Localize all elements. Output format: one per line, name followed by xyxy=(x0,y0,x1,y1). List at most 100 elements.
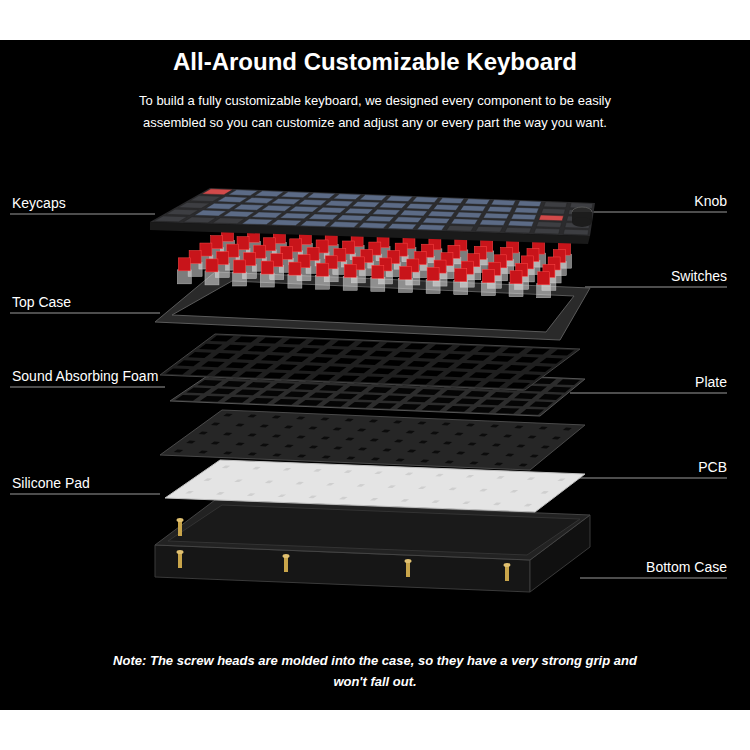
plate-hole-cell xyxy=(496,408,520,414)
pcb-hole-cell xyxy=(539,427,548,430)
pcb-hole-cell xyxy=(466,424,475,427)
keycap xyxy=(178,202,210,208)
keycap xyxy=(465,199,490,205)
pcb-hole-cell xyxy=(381,430,390,433)
keycap xyxy=(352,202,380,208)
keycap xyxy=(298,200,327,206)
foam-hole-cell xyxy=(274,364,298,370)
plate-hole-cell xyxy=(358,395,382,401)
switch-housing xyxy=(316,275,330,289)
foam-hole-cell xyxy=(323,366,347,372)
switch-housing xyxy=(537,284,551,298)
screw-post xyxy=(505,565,509,581)
foam-hole-cell xyxy=(358,359,382,365)
part-label: Top Case xyxy=(12,294,71,311)
pcb-hole-cell xyxy=(211,423,220,426)
foam-hole-cell xyxy=(212,353,236,359)
pcb-hole-cell xyxy=(211,442,220,445)
plate-hole-cell xyxy=(298,400,323,406)
pcb-hole-cell xyxy=(419,441,428,444)
sound-foam xyxy=(160,334,580,390)
intro-text: To build a fully customizable keyboard, … xyxy=(120,90,630,134)
foam-hole-cell xyxy=(469,372,493,378)
foam-hole-cell xyxy=(405,344,429,350)
pad-dimple-cell xyxy=(204,478,213,481)
pad-dimple-cell xyxy=(296,482,304,485)
foam-hole-cell xyxy=(369,351,393,357)
keycap xyxy=(372,209,400,215)
pcb-hole-cell xyxy=(503,435,512,438)
plate-hole-cell xyxy=(539,394,563,400)
pcb-hole-cell xyxy=(309,446,318,449)
foam-hole-cell xyxy=(420,370,444,376)
pcb-hole-cell xyxy=(445,461,454,464)
pcb-hole-cell xyxy=(454,433,463,436)
keycap xyxy=(511,214,536,220)
pcb-hole-cell xyxy=(490,425,499,428)
switch-stem xyxy=(189,250,201,263)
pad-dimple-cell xyxy=(278,494,287,497)
foam-hole-cell xyxy=(383,360,407,366)
part-label: Silicone Pad xyxy=(12,475,90,492)
plate-hole-cell xyxy=(490,392,514,398)
foam-hole-cell xyxy=(504,365,528,371)
foam-hole-cell xyxy=(445,371,469,377)
foam-hole-cell xyxy=(518,374,542,380)
pad-dimple-cell xyxy=(216,492,225,495)
keycap xyxy=(309,214,339,220)
plate-hole-cell xyxy=(333,394,358,400)
foam-hole-cell xyxy=(312,374,336,380)
pcb-hole-cell xyxy=(308,427,317,430)
leader-line xyxy=(585,287,727,288)
keycap xyxy=(300,221,330,227)
keycap xyxy=(252,212,283,218)
switch-stem xyxy=(178,258,190,271)
keycap xyxy=(412,197,438,203)
knob-bottom xyxy=(572,217,592,227)
foam-hole-cell xyxy=(299,365,323,371)
leader-line xyxy=(10,214,155,215)
foam-hole-cell xyxy=(310,357,334,363)
leader-line xyxy=(10,313,160,314)
pcb-hole-cell xyxy=(248,415,257,418)
switch-housing xyxy=(454,281,468,295)
foam-hole-cell xyxy=(431,362,455,368)
foam-hole-cell xyxy=(345,350,369,356)
pcb-hole-cell xyxy=(541,446,550,449)
keycap xyxy=(539,215,564,221)
pcb-hole-cell xyxy=(297,455,306,458)
pad-dimple-cell xyxy=(557,478,565,481)
keycap xyxy=(202,189,233,195)
foam-hole-cell xyxy=(223,345,247,351)
plate-hole-cell xyxy=(284,392,309,398)
pcb-hole-cell xyxy=(223,452,232,455)
plate-hole-cell xyxy=(260,391,285,397)
pcb-hole-cell xyxy=(199,451,208,454)
foam-hole-cell xyxy=(380,343,404,349)
plate-hole-cell xyxy=(225,397,250,403)
foam-hole-cell xyxy=(458,380,482,386)
pad-dimple-cell xyxy=(247,493,256,496)
switch-stem xyxy=(538,272,550,285)
part-label: Keycaps xyxy=(12,195,66,212)
keycap xyxy=(366,216,395,222)
pcb-hole-cell xyxy=(369,420,378,423)
plate-hole-cell xyxy=(422,405,446,411)
keycap xyxy=(281,192,310,198)
plate-hole-cell xyxy=(319,385,344,391)
keycap xyxy=(534,228,560,234)
leader-line xyxy=(10,387,165,388)
keycap xyxy=(541,208,565,214)
pcb-hole-cell xyxy=(345,438,354,441)
note-caption: Note: The screw heads are molded into th… xyxy=(105,650,645,692)
plate-hole-cell xyxy=(382,396,406,402)
foam-hole-cell xyxy=(540,358,564,364)
pcb-hole-cell xyxy=(468,443,477,446)
pcb-hole-cell xyxy=(519,464,528,467)
pad-dimple-cell xyxy=(326,483,334,486)
foam-hole-cell xyxy=(248,346,272,352)
pad-dimple-cell xyxy=(479,489,487,492)
foam-hole-cell xyxy=(272,347,296,353)
pad-dimple-cell xyxy=(313,469,322,472)
keycap xyxy=(394,217,422,223)
